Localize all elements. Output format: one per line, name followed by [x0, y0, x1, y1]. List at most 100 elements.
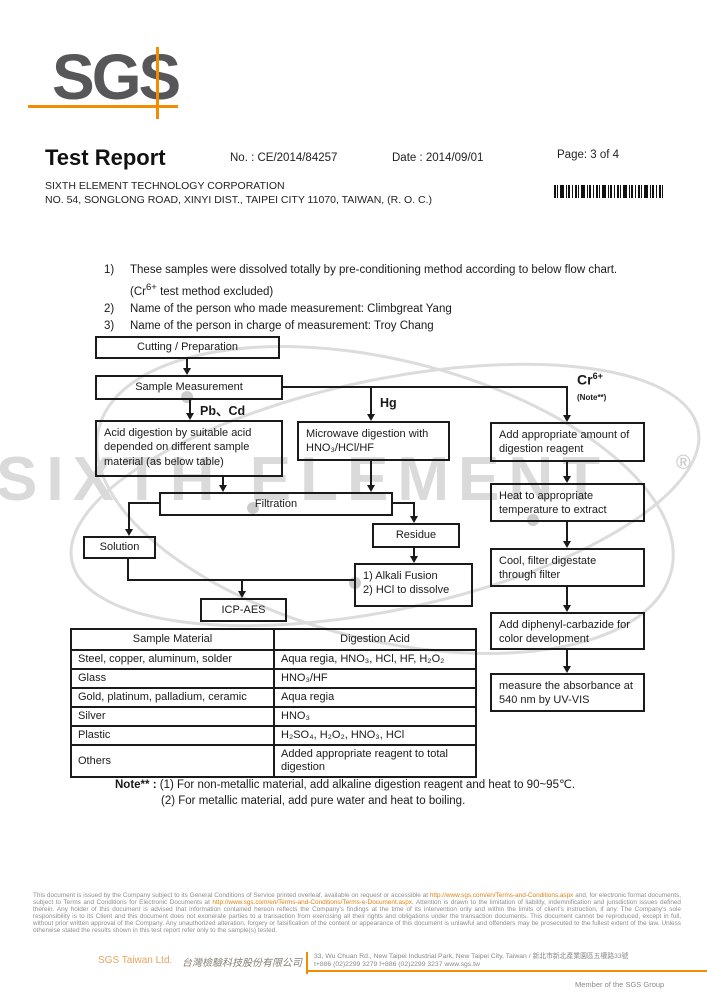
page-indicator: Page: 3 of 4 [557, 149, 620, 161]
cell-material: Steel, copper, aluminum, solder [70, 649, 275, 670]
list-item: 3) Name of the person in charge of measu… [104, 319, 659, 334]
legal-text: . Attention is drawn to the limitation o… [33, 898, 681, 934]
flow-box-diphenyl-carbazide: Add diphenyl-carbazide for color develop… [490, 612, 645, 650]
cell-acid: H₂SO₄, H₂O₂, HNO₃, HCl [273, 725, 477, 746]
member-of-sgs-group: Member of the SGS Group [575, 980, 665, 989]
cell-material: Glass [70, 668, 275, 689]
table-row: Steel, copper, aluminum, solder Aqua reg… [70, 649, 477, 670]
terms-link[interactable]: http://www.sgs.com/en/Terms-and-Conditio… [429, 892, 574, 899]
flow-connector [566, 387, 568, 415]
client-company-name: SIXTH ELEMENT TECHNOLOGY CORPORATION [45, 180, 285, 192]
flow-arrowhead [410, 556, 418, 563]
flow-arrowhead [410, 516, 418, 523]
flow-connector [283, 386, 568, 388]
flow-arrowhead [238, 591, 246, 598]
list-item-number: 1) [104, 264, 115, 276]
e-document-terms-link[interactable]: http://www.sgs.com/en/Terms-and-Conditio… [212, 898, 412, 906]
cell-acid: HNO₃ [273, 706, 477, 727]
flow-connector [413, 548, 415, 556]
flow-arrowhead [367, 414, 375, 421]
table-row: Plastic H₂SO₄, H₂O₂, HNO₃, HCl [70, 725, 477, 746]
list-item-number: 3) [104, 319, 115, 332]
list-item-text: Name of the person in charge of measurem… [130, 319, 434, 332]
flow-connector [566, 462, 568, 476]
footer-phones: t+886 (02)2299 3279 f+886 (02)2299 3237 … [314, 961, 480, 968]
cell-material: Plastic [70, 725, 275, 746]
list-item: 1) These samples were dissolved totally … [104, 263, 659, 278]
flow-box-measure-absorbance: measure the absorbance at 540 nm by UV-V… [490, 673, 645, 712]
branch-label-cr6: Cr6+ [577, 371, 603, 388]
cell-acid: Added appropriate reagent to total diges… [273, 744, 477, 778]
flow-connector [566, 522, 568, 541]
cell-acid: Aqua regia [273, 687, 477, 708]
cr-base: Cr [577, 371, 593, 388]
note-line-1: Note** : (1) For non-metallic material, … [115, 777, 575, 793]
alkali-step-1: 1) Alkali Fusion [363, 570, 438, 582]
footer-address: 33, Wu Chuan Rd., New Taipei Industrial … [314, 953, 629, 960]
flow-box-cool-filter: Cool, filter digestate through filter [490, 548, 645, 587]
flow-connector [128, 502, 159, 504]
sgs-taiwan-name-zh: 台灣檢驗科技股份有限公司 [182, 958, 302, 969]
flow-box-solution: Solution [83, 536, 156, 559]
alkali-step-2: 2) HCl to dissolve [363, 584, 450, 597]
footer-orange-divider [306, 952, 308, 974]
client-company-address: NO. 54, SONGLONG ROAD, XINYI DIST., TAIP… [45, 194, 433, 206]
list-item-text: These samples were dissolved totally by … [130, 264, 618, 276]
flow-box-cutting: Cutting / Preparation [95, 336, 280, 359]
cell-acid: Aqua regia, HNO₃, HCl, HF, H₂O₂ [273, 649, 477, 670]
registered-mark-icon: ® [676, 452, 691, 474]
flow-connector [186, 359, 188, 369]
column-header-digestion-acid: Digestion Acid [273, 628, 477, 651]
cr-sup: 6+ [592, 371, 603, 381]
flow-box-filtration: Filtration [159, 492, 393, 516]
flow-connector [370, 461, 372, 485]
footer-orange-hline [306, 970, 707, 972]
flow-arrowhead [563, 415, 571, 422]
branch-label-hg: Hg [380, 396, 397, 410]
flow-arrowhead [563, 476, 571, 483]
flow-connector [566, 587, 568, 605]
preamble-list: 1) These samples were dissolved totally … [104, 263, 659, 336]
flow-connector [370, 387, 372, 414]
footer-address-block: 33, Wu Chuan Rd., New Taipei Industrial … [314, 953, 689, 969]
flow-arrowhead [563, 541, 571, 548]
column-header-sample-material: Sample Material [70, 628, 275, 651]
cell-acid: HNO₃/HF [273, 668, 477, 689]
flow-box-heat-extract: Heat to appropriate temperature to extra… [490, 483, 645, 522]
digestion-acid-table: Sample Material Digestion Acid Steel, co… [70, 628, 477, 778]
logo-orange-hline [28, 105, 178, 108]
cell-material: Gold, platinum, palladium, ceramic [70, 687, 275, 708]
note-text-1: (1) For non-metallic material, add alkal… [159, 779, 576, 791]
note-label: Note** [115, 779, 150, 791]
flow-arrowhead [367, 485, 375, 492]
cr-excluded-pre: (Cr [130, 285, 146, 298]
flow-box-icp-aes: ICP-AES [200, 598, 287, 622]
note-line-2: (2) For metallic material, add pure wate… [161, 793, 575, 809]
cr-excluded-post: test method excluded) [156, 285, 274, 298]
note-separator: : [149, 779, 160, 791]
table-row: Glass HNO₃/HF [70, 668, 477, 689]
legal-text: and, for electronic format documents, su… [33, 892, 681, 906]
flow-arrowhead [219, 485, 227, 492]
flow-box-add-reagent: Add appropriate amount of digestion reag… [490, 422, 645, 462]
logo-orange-vline [156, 47, 159, 119]
cell-material: Others [70, 744, 275, 778]
sgs-logo: SGS [52, 41, 181, 113]
table-row: Silver HNO₃ [70, 706, 477, 727]
flow-connector [127, 579, 354, 581]
flow-arrowhead [183, 368, 191, 375]
report-date: Date : 2014/09/01 [392, 152, 484, 164]
list-item-number: 2) [104, 302, 115, 315]
flow-connector [222, 477, 224, 485]
flow-connector [189, 400, 191, 413]
report-number: No. : CE/2014/84257 [230, 152, 338, 164]
cell-material: Silver [70, 706, 275, 727]
flow-arrowhead [563, 666, 571, 673]
list-item: 2) Name of the person who made measureme… [104, 302, 659, 317]
table-row: Others Added appropriate reagent to tota… [70, 744, 477, 778]
list-item-text: Name of the person who made measurement:… [130, 302, 452, 315]
flow-arrowhead [125, 529, 133, 536]
legal-disclaimer: This document is issued by the Company s… [33, 892, 681, 934]
flow-connector [393, 502, 415, 504]
